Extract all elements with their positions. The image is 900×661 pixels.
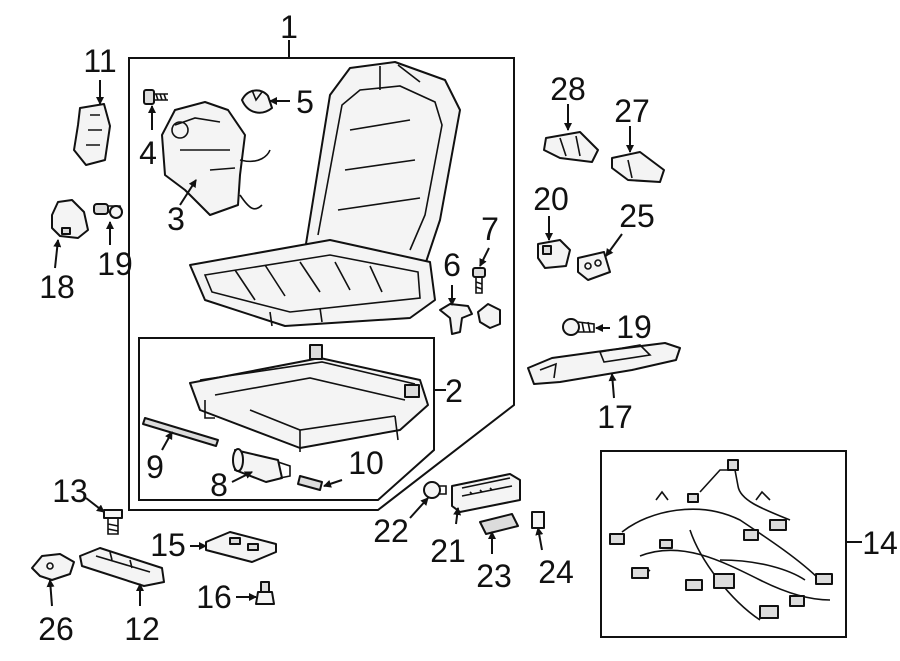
pin-part-24: [531, 511, 545, 529]
cover-part-11: [73, 103, 111, 166]
screw-part-7: [472, 267, 486, 294]
callout-14: 14: [862, 525, 898, 561]
seat-cushion-frame: [189, 239, 436, 327]
wiring-harness-part-14: [609, 459, 833, 621]
rail-part-12: [79, 547, 165, 587]
callout-6: 6: [443, 247, 461, 283]
pad-part-15: [205, 531, 277, 563]
callout-26: 26: [38, 611, 74, 647]
callout-28: 28: [550, 71, 586, 107]
bolt-part-13: [103, 509, 123, 535]
clip-part-16: [255, 581, 275, 605]
callout-24: 24: [538, 554, 574, 590]
callout-27: 27: [614, 93, 650, 129]
seat-assembly-frame: [128, 57, 515, 511]
bolt-part-22: [423, 481, 447, 499]
bolt-part-19a: [93, 203, 124, 219]
knob-part-6: [439, 303, 473, 335]
trim-part-27: [611, 151, 665, 183]
callout-21: 21: [430, 533, 466, 569]
callout-12: 12: [124, 611, 160, 647]
cap-part-18: [51, 199, 89, 239]
harness-frame: [600, 450, 847, 638]
callout-10: 10: [348, 445, 384, 481]
callout-8: 8: [210, 467, 228, 503]
knob-part-25: [577, 251, 611, 281]
callout-9: 9: [146, 449, 164, 485]
clip-part-5: [241, 89, 273, 114]
callout-5: 5: [296, 84, 314, 120]
leader-arrows: [46, 80, 634, 607]
callout-16: 16: [196, 579, 232, 615]
bolt-part-19b: [562, 318, 595, 336]
callout-22: 22: [373, 513, 409, 549]
callout-19a: 19: [97, 246, 133, 282]
callout-13: 13: [52, 473, 88, 509]
seat-shield-part-3: [161, 101, 271, 216]
trim-part-28: [543, 131, 599, 163]
seat-back-frame: [304, 61, 461, 276]
callout-11: 11: [83, 43, 116, 79]
callout-4: 4: [139, 135, 157, 171]
callout-19b: 19: [616, 309, 652, 345]
switch-part-20: [537, 239, 571, 269]
callout-18: 18: [39, 269, 75, 305]
side-panel-part-17: [527, 342, 681, 385]
shaft-part-9: [142, 417, 219, 447]
block-part-23: [479, 513, 519, 535]
callout-1: 1: [280, 9, 298, 45]
callout-25: 25: [619, 198, 655, 234]
callout-2: 2: [445, 373, 463, 409]
bolt-part-4: [143, 89, 168, 105]
callout-20: 20: [533, 181, 569, 217]
module-part-21: [451, 473, 521, 513]
bracket-part-26: [31, 553, 75, 581]
callout-7: 7: [481, 211, 499, 247]
adjuster-subframe: [138, 337, 435, 501]
callout-23: 23: [476, 558, 512, 594]
seat-adjuster: [189, 344, 429, 452]
clip-part-6b: [477, 303, 501, 329]
callout-3: 3: [167, 201, 185, 237]
callout-17: 17: [597, 399, 633, 435]
cable-end-part-10: [297, 475, 323, 491]
callout-15: 15: [150, 527, 186, 563]
